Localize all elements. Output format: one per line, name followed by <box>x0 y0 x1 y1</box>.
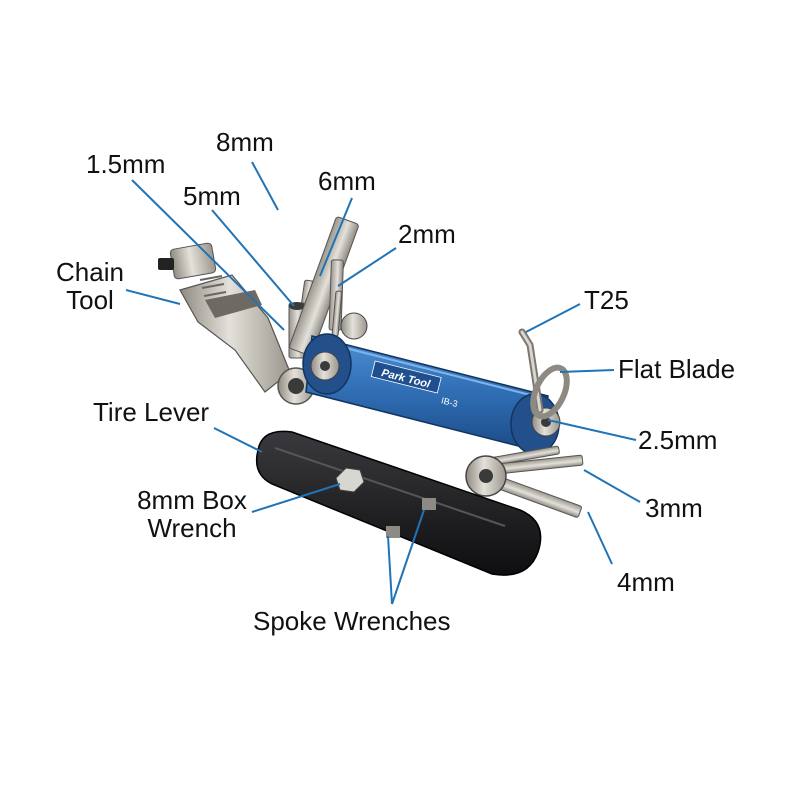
leader-5mm <box>211 209 295 307</box>
label-3mm: 3mm <box>645 493 703 523</box>
spoke-wrench-slots <box>386 498 436 538</box>
model-mark: IB-3 <box>440 395 458 409</box>
leader-6mm <box>319 197 353 277</box>
label-6mm: 6mm <box>318 166 376 196</box>
label-chain-tool-line-2: Tool <box>66 285 114 316</box>
label-5mm: 5mm <box>183 181 241 211</box>
leader-t25 <box>525 303 581 333</box>
leader-2-5mm <box>547 419 637 441</box>
label-chain-tool: Chain Tool <box>50 258 130 314</box>
tire-lever <box>255 430 542 576</box>
leader-3mm <box>583 469 641 503</box>
leader-2mm <box>337 247 397 287</box>
label-t25: T25 <box>584 285 629 315</box>
label-box-wrench-line-2: Wrench <box>147 513 237 544</box>
box-wrench-hole <box>335 467 365 493</box>
flat-blade <box>530 364 570 420</box>
leader-4mm <box>587 511 613 565</box>
lower-pivot-bolt <box>465 455 507 497</box>
leader-tire-lever <box>213 427 263 453</box>
leader-8mm <box>251 161 279 211</box>
leader-box-wrench <box>251 483 341 513</box>
label-1-5mm: 1.5mm <box>86 149 166 179</box>
leader-lines <box>125 161 641 605</box>
leader-spoke-1 <box>387 535 393 605</box>
label-box-wrench-line-1: 8mm Box <box>137 485 247 515</box>
leader-1-5mm <box>131 179 285 331</box>
label-flat-blade: Flat Blade <box>618 354 736 384</box>
leader-flat-blade <box>559 369 615 373</box>
label-spoke-wrenches: Spoke Wrenches <box>253 606 451 636</box>
leader-spoke-2 <box>391 509 425 605</box>
leader-chain-tool <box>125 289 181 305</box>
label-2mm: 2mm <box>398 219 456 249</box>
label-chain-tool-line-1: Chain <box>56 257 124 287</box>
label-2-5mm: 2.5mm <box>638 425 718 455</box>
label-tire-lever: Tire Lever <box>93 397 210 427</box>
label-4mm: 4mm <box>617 567 675 597</box>
label-box-wrench: 8mm Box Wrench <box>130 486 254 542</box>
label-8mm: 8mm <box>216 127 274 157</box>
